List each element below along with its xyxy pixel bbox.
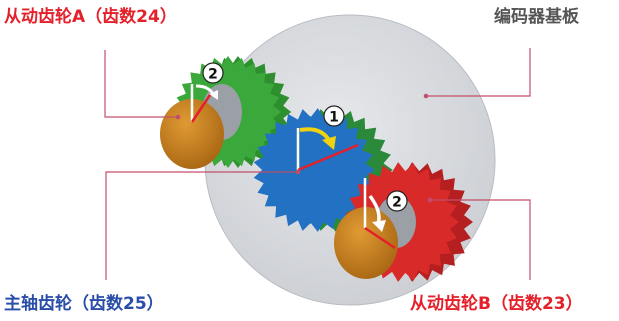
leader-encoder-base-dot (423, 93, 429, 99)
gear-b-reference-line (364, 226, 396, 250)
gear-b-marker (386, 190, 408, 212)
gear-b-arrow-head (372, 220, 386, 232)
leader-lines (104, 48, 531, 280)
gear-a-arrow-head (209, 90, 218, 100)
leader-main-gear-dot (295, 169, 301, 175)
encoder-base-label: 编码器基板 (494, 7, 579, 27)
main-spindle-gear: 1 (253, 105, 393, 232)
main-gear-marker-number: 1 (329, 110, 339, 126)
main-gear-marker (323, 105, 345, 127)
main-gear-label: 主轴齿轮（齿数25） (4, 294, 164, 314)
driven-gear-a-label: 从动齿轮A（齿数24） (4, 7, 177, 27)
leader-gear-a-dot (175, 114, 181, 120)
main-gear-arrow-head (322, 136, 336, 150)
driven-gear-a: 2 (160, 56, 292, 169)
gear-a-reference-line (190, 91, 214, 123)
leader-encoder-base (426, 48, 531, 97)
main-gear-face (253, 108, 375, 232)
gear-a-marker-number: 2 (208, 67, 218, 83)
main-gear-reference-line (297, 143, 359, 172)
driven-gear-b: 2 (334, 162, 473, 282)
gear-a-marker (202, 62, 224, 84)
driven-gear-b-label: 从动齿轮B（齿数23） (410, 294, 583, 314)
gear-b-marker-number: 2 (392, 195, 402, 211)
leader-main-gear (105, 171, 298, 280)
leader-gear-a (104, 50, 178, 118)
leader-gear-b-dot (427, 197, 433, 203)
leader-gear-b (430, 199, 531, 280)
